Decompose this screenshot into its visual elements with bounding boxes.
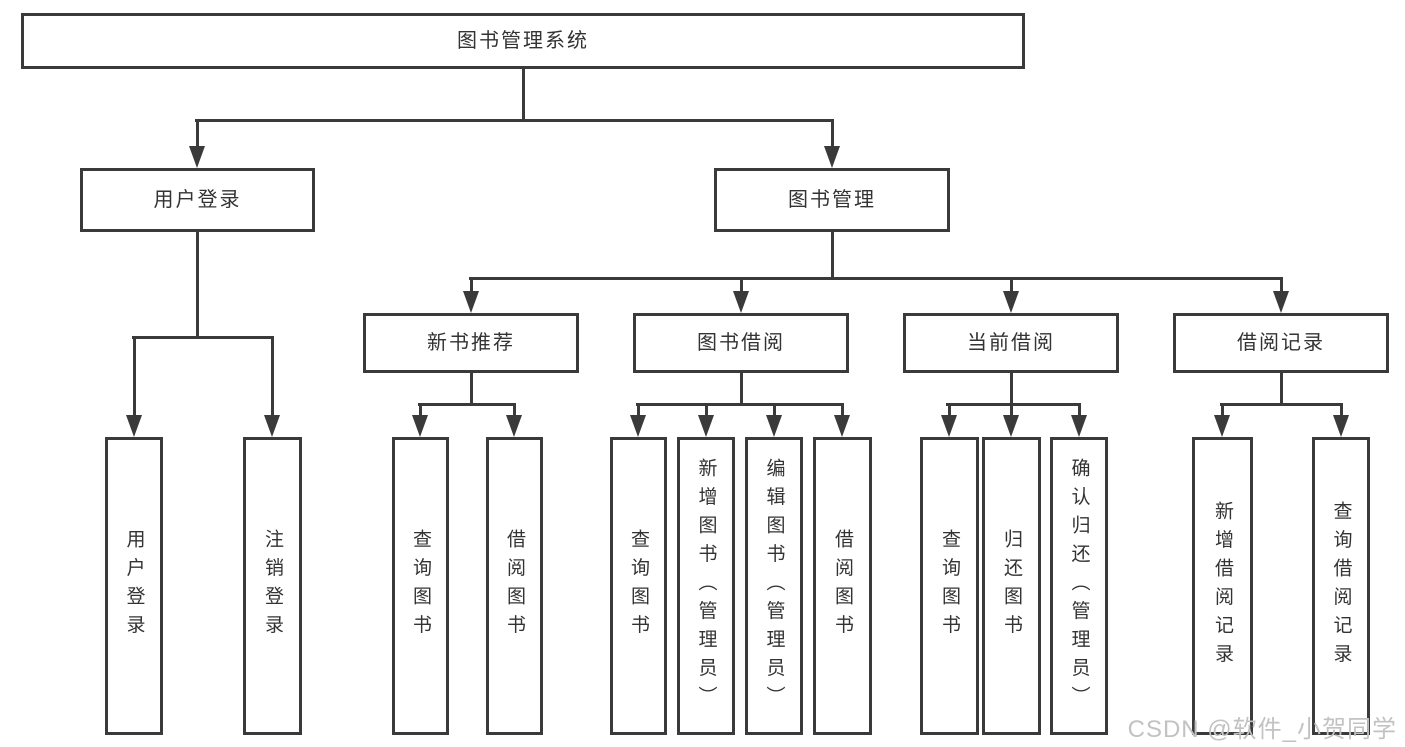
connector-vline bbox=[1010, 373, 1013, 403]
connector-vline bbox=[740, 280, 743, 292]
node-label: 归还图书 bbox=[1001, 529, 1022, 643]
connector-vline bbox=[1280, 280, 1283, 292]
connector-vline bbox=[637, 403, 640, 416]
node-current-borrowing: 当前借阅 bbox=[903, 313, 1119, 373]
arrow-down-icon bbox=[1071, 415, 1087, 437]
connector-vline bbox=[271, 339, 274, 415]
node-label: 查询图书 bbox=[410, 529, 431, 643]
node-new-book-recommend: 新书推荐 bbox=[363, 313, 579, 373]
leaf-confirm-return-admin: 确认归还（管理员） bbox=[1050, 437, 1108, 735]
arrow-down-icon bbox=[834, 415, 850, 437]
leaf-query-books-borrowing: 查询图书 bbox=[610, 437, 667, 735]
node-label: 查询图书 bbox=[939, 529, 960, 643]
node-label: 当前借阅 bbox=[967, 332, 1055, 354]
connector-vline bbox=[831, 232, 834, 277]
connector-hline bbox=[195, 119, 834, 122]
node-label: 新增图书（管理员） bbox=[695, 457, 717, 715]
leaf-borrow-books-recommend: 借阅图书 bbox=[486, 437, 543, 735]
node-book-management: 图书管理 bbox=[714, 168, 950, 232]
connector-vline bbox=[841, 403, 844, 416]
connector-hline bbox=[418, 403, 516, 406]
node-label: 用户登录 bbox=[123, 529, 145, 643]
node-borrowing-records: 借阅记录 bbox=[1173, 313, 1389, 373]
node-label: 借阅记录 bbox=[1237, 332, 1325, 354]
watermark: CSDN @软件_小贺同学 bbox=[1127, 716, 1397, 743]
arrow-down-icon bbox=[941, 415, 957, 437]
connector-hline bbox=[1220, 403, 1343, 406]
arrow-down-icon bbox=[463, 291, 479, 313]
node-label: 确认归还（管理员） bbox=[1068, 457, 1090, 715]
arrow-down-icon bbox=[264, 415, 280, 437]
leaf-edit-book-admin: 编辑图书（管理员） bbox=[745, 437, 803, 735]
connector-vline bbox=[1078, 403, 1081, 416]
arrow-down-icon bbox=[698, 415, 714, 437]
node-label: 用户登录 bbox=[153, 189, 242, 211]
arrow-down-icon bbox=[412, 415, 428, 437]
arrow-down-icon bbox=[126, 415, 142, 437]
arrow-down-icon bbox=[1214, 415, 1230, 437]
connector-vline bbox=[1280, 373, 1283, 403]
connector-vline bbox=[419, 403, 422, 416]
connector-vline bbox=[705, 403, 708, 416]
connector-vline bbox=[948, 403, 951, 416]
node-book-borrowing: 图书借阅 bbox=[633, 313, 849, 373]
node-label: 编辑图书（管理员） bbox=[763, 457, 785, 715]
leaf-query-books-current: 查询图书 bbox=[920, 437, 979, 735]
arrow-down-icon bbox=[733, 291, 749, 313]
leaf-query-books-recommend: 查询图书 bbox=[392, 437, 449, 735]
connector-vline bbox=[740, 373, 743, 403]
node-label: 借阅图书 bbox=[832, 529, 853, 643]
leaf-add-borrow-record: 新增借阅记录 bbox=[1192, 437, 1253, 735]
arrow-down-icon bbox=[506, 415, 522, 437]
node-label: 借阅图书 bbox=[504, 529, 525, 643]
connector-vline bbox=[1010, 280, 1013, 292]
connector-vline bbox=[831, 122, 834, 146]
connector-hline bbox=[636, 403, 844, 406]
arrow-down-icon bbox=[630, 415, 646, 437]
arrow-down-icon bbox=[1003, 415, 1019, 437]
node-label: 新书推荐 bbox=[427, 332, 515, 354]
node-label: 查询借阅记录 bbox=[1330, 500, 1352, 672]
connector-vline bbox=[773, 403, 776, 416]
arrow-down-icon bbox=[1003, 291, 1019, 313]
node-library-management-system: 图书管理系统 bbox=[21, 13, 1025, 69]
leaf-add-book-admin: 新增图书（管理员） bbox=[677, 437, 735, 735]
node-label: 新增借阅记录 bbox=[1212, 500, 1233, 672]
arrow-down-icon bbox=[189, 146, 205, 168]
arrow-down-icon bbox=[1273, 291, 1289, 313]
node-label: 图书管理系统 bbox=[457, 30, 589, 52]
node-label: 图书借阅 bbox=[697, 332, 785, 354]
arrow-down-icon bbox=[1333, 415, 1349, 437]
leaf-return-books: 归还图书 bbox=[982, 437, 1041, 735]
connector-vline bbox=[196, 122, 199, 146]
leaf-query-borrow-record: 查询借阅记录 bbox=[1312, 437, 1370, 735]
arrow-down-icon bbox=[824, 146, 840, 168]
connector-vline bbox=[470, 280, 473, 292]
connector-vline bbox=[1010, 403, 1013, 416]
connector-vline bbox=[1221, 403, 1224, 416]
connector-vline bbox=[133, 339, 136, 415]
connector-vline bbox=[513, 403, 516, 416]
node-label: 图书管理 bbox=[788, 189, 876, 211]
connector-vline bbox=[1340, 403, 1343, 416]
connector-hline bbox=[946, 403, 1081, 406]
connector-vline bbox=[196, 232, 199, 336]
leaf-borrow-books-borrowing: 借阅图书 bbox=[813, 437, 872, 735]
connector-vline bbox=[470, 373, 473, 403]
leaf-user-login: 用户登录 bbox=[105, 437, 163, 735]
arrow-down-icon bbox=[766, 415, 782, 437]
node-label: 注销登录 bbox=[262, 529, 283, 643]
node-label: 查询图书 bbox=[628, 529, 649, 643]
connector-vline bbox=[522, 69, 525, 119]
connector-hline bbox=[132, 336, 274, 339]
connector-hline bbox=[469, 277, 1283, 280]
node-user-login: 用户登录 bbox=[80, 168, 315, 232]
leaf-logout: 注销登录 bbox=[243, 437, 302, 735]
